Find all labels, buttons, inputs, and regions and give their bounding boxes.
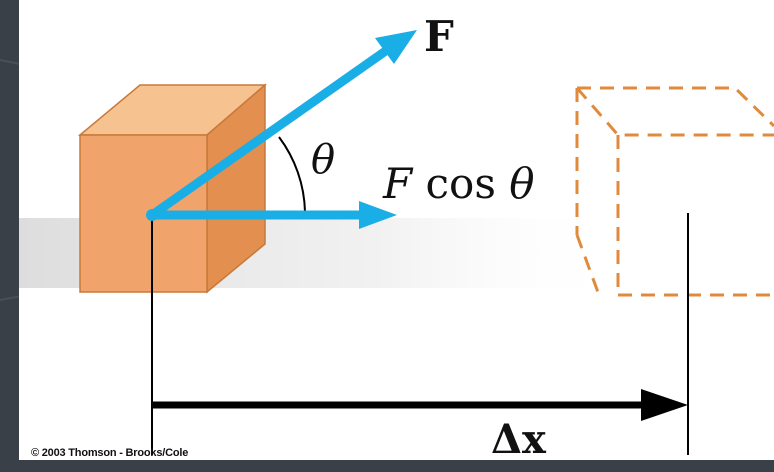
force-arrow <box>147 45 392 220</box>
force-arrowhead <box>375 30 417 64</box>
copyright-credit: © 2003 Thomson - Brooks/Cole <box>31 447 189 459</box>
force-component-cos: cos <box>412 159 510 208</box>
block <box>77 83 268 294</box>
displacement-label: Δx <box>491 416 546 463</box>
force-component-f: F <box>383 159 413 208</box>
displacement-arrowhead <box>641 389 688 421</box>
angle-arc <box>278 136 306 213</box>
force-label: F <box>424 12 454 61</box>
work-diagram: F θ F cos θ Δx © 2003 Thomson - Brooks/C… <box>19 0 774 460</box>
force-component-theta: θ <box>509 159 535 208</box>
force-component-label: F cos θ <box>383 163 535 205</box>
force-component-arrowhead <box>359 201 397 229</box>
force-origin-point <box>146 209 158 221</box>
angle-label: θ <box>311 137 336 183</box>
displaced-block-outline <box>575 86 774 297</box>
